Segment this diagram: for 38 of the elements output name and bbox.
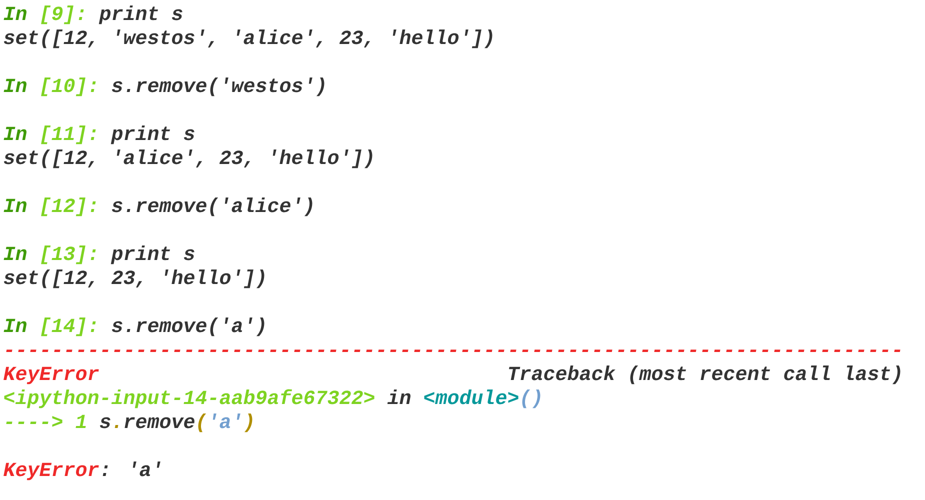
prompt-number: [9]: — [41, 6, 84, 24]
error-text: --------------------------------------------------------------------------- — [6, 350, 900, 352]
code-text: : 'a' — [102, 462, 160, 476]
code-text: print s — [110, 126, 194, 144]
code-text: . — [114, 425, 118, 428]
code-text: s.remove('westos') — [112, 78, 324, 96]
error-text: KeyError — [4, 462, 99, 480]
code-text: 'a' — [212, 414, 240, 428]
code-text: s — [100, 417, 110, 428]
code-text: s.remove('a') — [112, 318, 264, 336]
code-text: in — [387, 390, 410, 404]
prompt-number: ----> — [6, 416, 62, 427]
code-text: s.remove('alice') — [112, 198, 312, 216]
code-text: Traceback (most recent call last) — [508, 366, 900, 384]
prompt-number: [14]: — [41, 318, 96, 336]
code-text: ( — [198, 414, 206, 432]
prompt-number: [12]: — [41, 198, 96, 216]
code-text: print s — [98, 6, 182, 24]
code-text: () — [522, 390, 540, 408]
prompt-number: 1 — [76, 414, 86, 428]
code-text: remove — [124, 417, 194, 428]
prompt-number: <ipython-input-14-aab9afe67322> — [4, 389, 374, 408]
code-text: set([12, 'westos', 'alice', 23, 'hello']) — [4, 30, 492, 48]
prompt-number: [10]: — [41, 78, 96, 96]
prompt-label: In — [4, 246, 26, 260]
prompt-label: In — [4, 78, 26, 92]
code-text: ) — [244, 414, 252, 432]
code-text: print s — [110, 246, 194, 264]
module-name: <module> — [424, 390, 518, 404]
prompt-number: [11]: — [41, 126, 96, 144]
code-text: set([12, 23, 'hello']) — [4, 270, 264, 288]
prompt-label: In — [4, 6, 26, 20]
error-text: KeyError — [4, 366, 99, 384]
prompt-label: In — [4, 126, 26, 140]
code-text: set([12, 'alice', 23, 'hello']) — [4, 150, 372, 168]
prompt-label: In — [4, 198, 26, 212]
prompt-number: [13]: — [41, 246, 96, 264]
prompt-label: In — [4, 318, 26, 332]
